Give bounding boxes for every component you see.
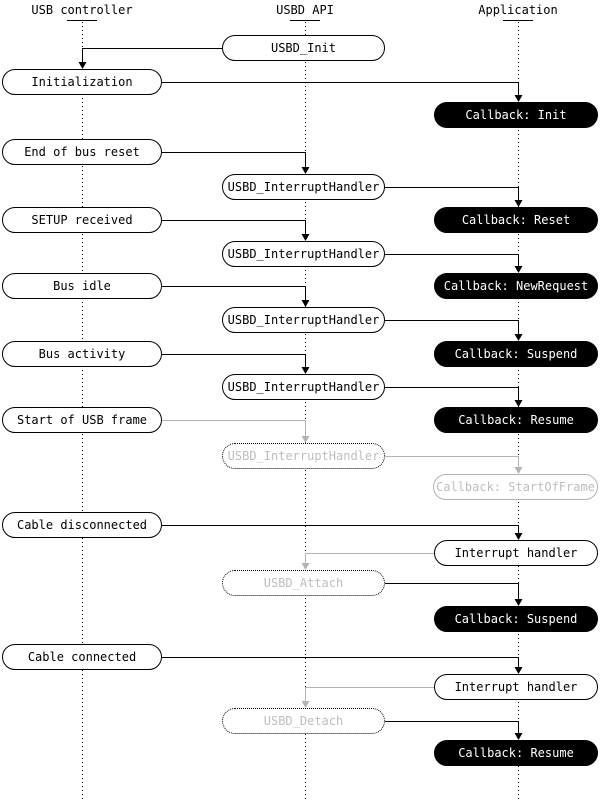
arrowhead-api-ih-2 xyxy=(301,234,310,241)
edge-ev-bus-idle-to-api-ih-3 xyxy=(162,286,306,301)
edge-api-ih-1-to-cb-reset xyxy=(385,187,519,201)
api-ih-2-box: USBD_InterruptHandler xyxy=(222,241,385,267)
int-handler-2-box: Interrupt handler xyxy=(434,674,598,700)
arrowhead-cb-suspend-1 xyxy=(514,334,523,341)
edge-ev-initialization-to-cb-init xyxy=(162,82,519,96)
ev-setup-received-box: SETUP received xyxy=(2,207,162,233)
arrowhead-api-ih-1 xyxy=(301,167,310,174)
edge-ev-end-of-bus-reset-to-api-ih-1 xyxy=(162,152,306,168)
arrowhead-ev-initialization xyxy=(78,62,87,69)
api-ih-5-box: USBD_InterruptHandler xyxy=(222,443,385,469)
cb-suspend-2-box: Callback: Suspend xyxy=(434,606,598,632)
arrowhead-api-usbd-detach xyxy=(301,701,310,708)
edge-api-ih-3-to-cb-suspend-1 xyxy=(385,320,519,335)
cb-resume-2-box: Callback: Resume xyxy=(434,740,598,766)
cb-suspend-1-box: Callback: Suspend xyxy=(434,341,598,367)
arrowhead-cb-reset xyxy=(514,200,523,207)
arrowhead-cb-newrequest xyxy=(514,266,523,273)
edge-ev-bus-activity-to-api-ih-4 xyxy=(162,354,306,368)
arrowhead-cb-resume-2 xyxy=(514,733,523,740)
edge-api-usbd-detach-to-cb-resume-2 xyxy=(385,721,519,734)
lane-header-app: Application xyxy=(478,3,558,17)
edge-api-ih-5-to-cb-startofframe xyxy=(385,456,519,468)
arrowhead-cb-startofframe xyxy=(514,467,523,474)
api-ih-1-box: USBD_InterruptHandler xyxy=(222,174,385,200)
edge-api-usbd-init-to-ev-initialization xyxy=(82,48,222,63)
api-usbd-attach-box: USBD_Attach xyxy=(222,570,385,596)
lane-header-controller: USB controller xyxy=(31,3,133,17)
cb-newrequest-box: Callback: NewRequest xyxy=(434,273,598,299)
int-handler-1-box: Interrupt handler xyxy=(434,540,598,566)
arrowhead-cb-init xyxy=(514,95,523,102)
edge-int-handler-2-to-api-usbd-detach xyxy=(305,687,434,702)
arrowhead-cb-suspend-2 xyxy=(514,599,523,606)
ev-initialization-box: Initialization xyxy=(2,69,162,95)
edge-ev-cable-connected-to-int-handler-2 xyxy=(162,657,519,668)
cb-startofframe-box: Callback: StartOfFrame xyxy=(433,474,598,500)
edge-api-usbd-attach-to-cb-suspend-2 xyxy=(385,583,519,600)
edge-int-handler-1-to-api-usbd-attach xyxy=(305,553,434,564)
arrowhead-int-handler-1 xyxy=(514,533,523,540)
api-usbd-detach-box: USBD_Detach xyxy=(222,708,385,734)
arrowhead-api-ih-3 xyxy=(301,300,310,307)
cb-reset-box: Callback: Reset xyxy=(434,207,598,233)
ev-bus-activity-box: Bus activity xyxy=(2,341,162,367)
ev-cable-disconnected-box: Cable disconnected xyxy=(2,512,162,538)
ev-start-of-usb-frame-box: Start of USB frame xyxy=(2,407,162,433)
ev-bus-idle-box: Bus idle xyxy=(2,273,162,299)
arrowhead-api-ih-5 xyxy=(301,436,310,443)
arrowhead-cb-resume-1 xyxy=(514,400,523,407)
edge-ev-start-of-usb-frame-to-api-ih-5 xyxy=(162,420,306,437)
api-usbd-init-box: USBD_Init xyxy=(222,35,385,61)
arrowhead-api-ih-4 xyxy=(301,367,310,374)
ev-end-of-bus-reset-box: End of bus reset xyxy=(2,139,162,165)
cb-resume-1-box: Callback: Resume xyxy=(434,407,598,433)
edge-ev-cable-disconnected-to-int-handler-1 xyxy=(162,525,519,534)
edge-api-ih-2-to-cb-newrequest xyxy=(385,254,519,267)
cb-init-box: Callback: Init xyxy=(434,102,598,128)
arrowhead-int-handler-2 xyxy=(514,667,523,674)
arrowhead-api-usbd-attach xyxy=(301,563,310,570)
ev-cable-connected-box: Cable connected xyxy=(2,644,162,670)
edge-ev-setup-received-to-api-ih-2 xyxy=(162,220,306,235)
lane-header-api: USBD API xyxy=(276,3,334,17)
api-ih-4-box: USBD_InterruptHandler xyxy=(222,374,385,400)
api-ih-3-box: USBD_InterruptHandler xyxy=(222,307,385,333)
edge-api-ih-4-to-cb-resume-1 xyxy=(385,387,519,401)
